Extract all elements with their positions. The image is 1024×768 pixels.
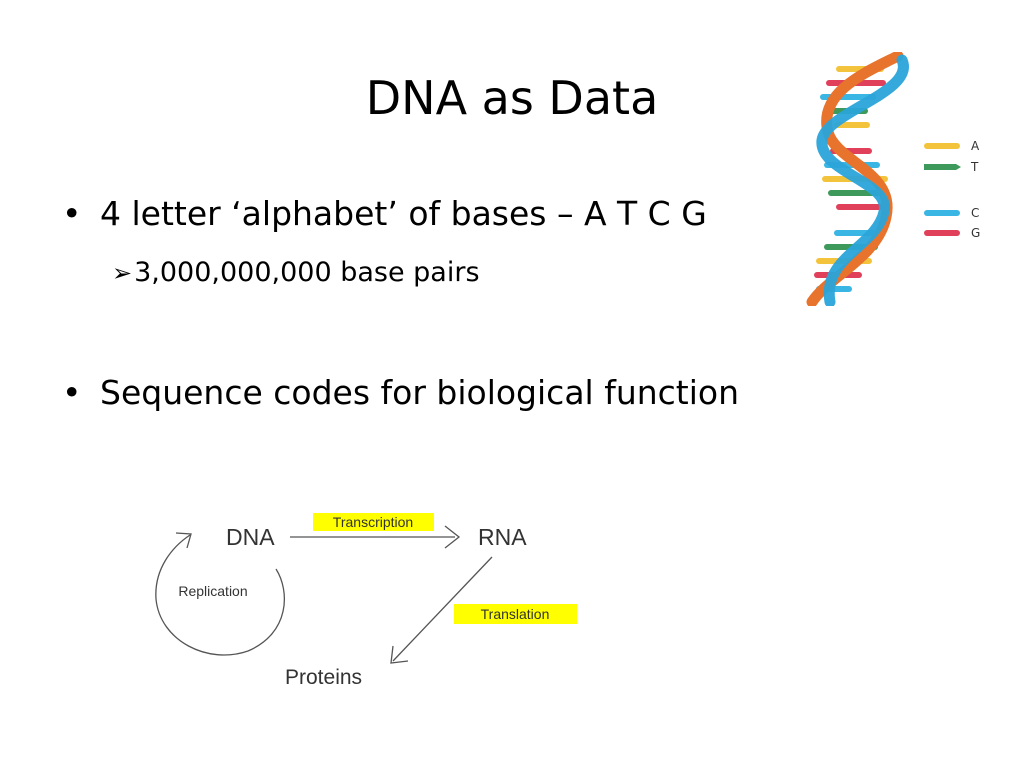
svg-text:T: T [970, 160, 979, 174]
legend-item-g: G [924, 226, 980, 240]
legend-item-c: C [924, 206, 979, 220]
transcription-label: Transcription [333, 514, 413, 530]
svg-text:A: A [971, 139, 980, 153]
dna-helix-image: A T C G [806, 52, 980, 306]
svg-text:G: G [971, 226, 980, 240]
replication-loop-icon [155, 534, 286, 656]
helix-strand-blue-icon [816, 54, 909, 306]
legend-item-a: A [924, 139, 980, 153]
slide-title: DNA as Data [365, 71, 659, 125]
arrow-bullet-icon: ➢ [112, 259, 133, 287]
translation-arrowhead-icon [390, 645, 409, 664]
translation-highlight [454, 604, 577, 624]
transcription-arrowhead-icon [444, 525, 461, 549]
svg-text:C: C [971, 206, 979, 220]
replication-arrowhead-icon [175, 532, 192, 549]
translation-arrow-icon [392, 556, 493, 662]
legend-item-t: T [924, 160, 979, 174]
bullet-marker: • [62, 373, 82, 412]
helix-strand-orange-icon [806, 52, 904, 306]
bullet-sequence: • Sequence codes for biological function [62, 373, 740, 413]
translation-label: Translation [481, 606, 550, 622]
transcription-highlight [313, 513, 434, 531]
base-legend: A T C G [924, 139, 980, 240]
bullet-text: 4 letter ‘alphabet’ of bases – A T C G [100, 194, 707, 233]
dna-label: DNA [226, 524, 275, 550]
bullet-bases: • 4 letter ‘alphabet’ of bases – A T C G [62, 194, 707, 234]
central-dogma-diagram: DNA Transcription RNA Translation Protei… [155, 513, 577, 689]
proteins-label: Proteins [285, 666, 362, 689]
sub-bullet-base-pairs: ➢3,000,000,000 base pairs [112, 256, 480, 290]
sub-bullet-text: 3,000,000,000 base pairs [134, 257, 480, 288]
bullet-text: Sequence codes for biological function [100, 373, 740, 412]
rna-label: RNA [478, 524, 527, 550]
bullet-marker: • [62, 194, 82, 233]
replication-label: Replication [178, 583, 247, 599]
